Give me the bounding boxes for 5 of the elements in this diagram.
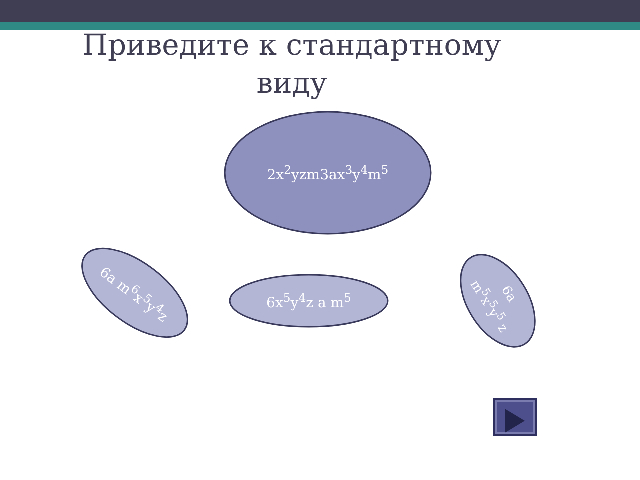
ellipse-node: [224, 111, 432, 235]
slide-title: Приведите к стандартному виду: [82, 27, 502, 102]
ellipse-node: [229, 274, 389, 328]
math-expression: 6x$^{5}$y$^{4}$z a m$^{5}$: [266, 290, 352, 313]
math-expression: 2x$^{2}$yzm3ax$^{3}$y$^{4}$m$^{5}$: [267, 162, 389, 185]
